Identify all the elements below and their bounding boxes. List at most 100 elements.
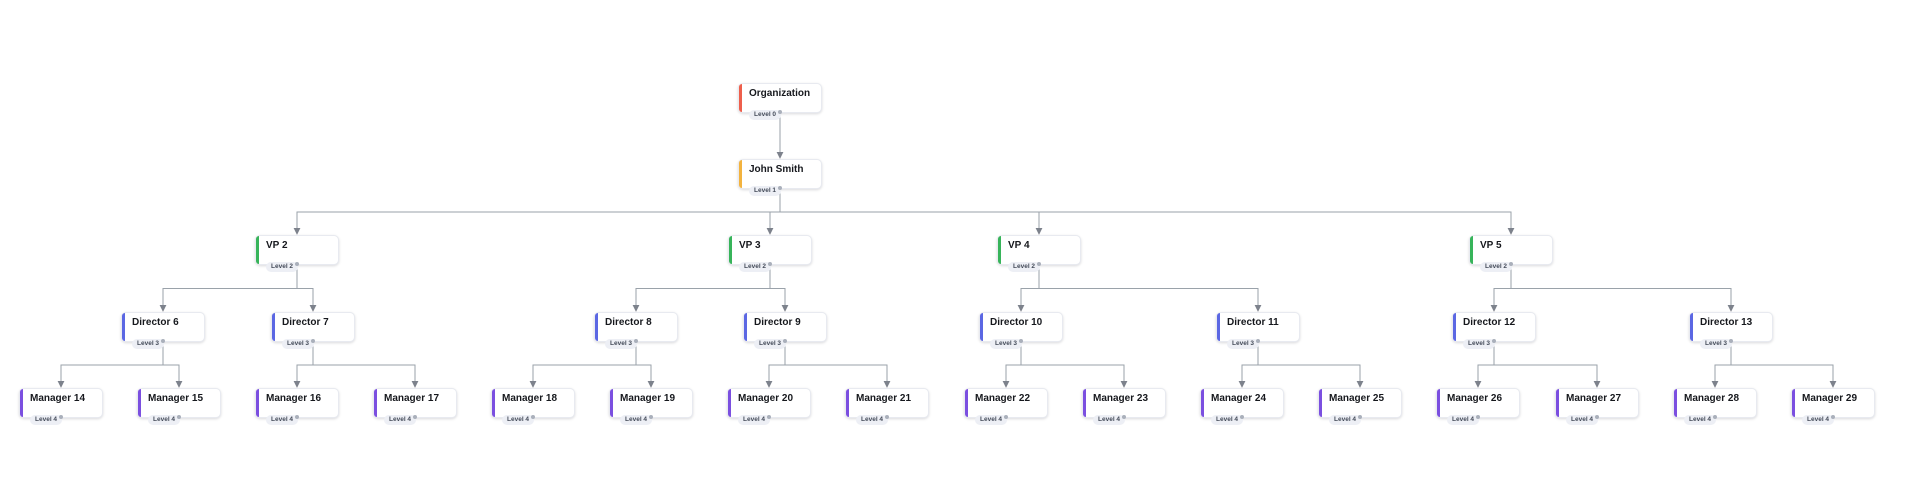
node-title: Manager 26 [1447,393,1503,404]
node-source-handle[interactable] [311,339,315,343]
node-d7[interactable]: Director 7 Level 3 [271,312,355,349]
node-m22[interactable]: Manager 22 Level 4 [964,388,1048,425]
node-source-handle[interactable] [413,415,417,419]
node-john[interactable]: John Smith Level 1 [738,159,822,196]
node-d10[interactable]: Director 10 Level 3 [979,312,1063,349]
node-level-badge: Level 3 [1463,338,1496,349]
edge-d7-m17 [312,342,419,388]
node-m24[interactable]: Manager 24 Level 4 [1200,388,1284,425]
node-source-handle[interactable] [1256,339,1260,343]
node-level-badge: Level 4 [856,414,889,425]
node-level-badge: Level 3 [754,338,787,349]
node-source-handle[interactable] [1358,415,1362,419]
node-title: Director 7 [282,317,329,328]
node-source-handle[interactable] [295,415,299,419]
node-d12[interactable]: Director 12 Level 3 [1452,312,1536,349]
node-source-handle[interactable] [295,262,299,266]
node-m15[interactable]: Manager 15 Level 4 [137,388,221,425]
node-accent-bar [739,160,742,188]
node-m28[interactable]: Manager 28 Level 4 [1673,388,1757,425]
node-source-handle[interactable] [1019,339,1023,343]
node-accent-bar [980,313,983,341]
node-source-handle[interactable] [1831,415,1835,419]
node-source-handle[interactable] [634,339,638,343]
node-org[interactable]: Organization Level 0 [738,83,822,120]
node-d6[interactable]: Director 6 Level 3 [121,312,205,349]
node-accent-bar [729,236,732,264]
node-source-handle[interactable] [768,262,772,266]
node-source-handle[interactable] [1509,262,1513,266]
node-accent-bar [1470,236,1473,264]
node-source-handle[interactable] [1004,415,1008,419]
node-d13[interactable]: Director 13 Level 3 [1689,312,1773,349]
node-source-handle[interactable] [778,110,782,114]
node-m27[interactable]: Manager 27 Level 4 [1555,388,1639,425]
node-accent-bar [1217,313,1220,341]
node-accent-bar [1453,313,1456,341]
node-title: Director 10 [990,317,1043,328]
node-accent-bar [374,389,377,417]
node-vp4[interactable]: VP 4 Level 2 [997,235,1081,272]
node-m29[interactable]: Manager 29 Level 4 [1791,388,1875,425]
node-title: Director 13 [1700,317,1753,328]
node-title: Manager 18 [502,393,558,404]
node-vp2[interactable]: VP 2 Level 2 [255,235,339,272]
node-accent-bar [20,389,23,417]
node-title: Manager 25 [1329,393,1385,404]
node-level-badge: Level 2 [1008,261,1041,272]
node-accent-bar [256,389,259,417]
node-source-handle[interactable] [1476,415,1480,419]
edge-vp3-d9 [769,265,789,312]
node-d9[interactable]: Director 9 Level 3 [743,312,827,349]
node-source-handle[interactable] [778,186,782,190]
node-accent-bar [1083,389,1086,417]
node-source-handle[interactable] [1240,415,1244,419]
node-m14[interactable]: Manager 14 Level 4 [19,388,103,425]
node-source-handle[interactable] [1729,339,1733,343]
node-d11[interactable]: Director 11 Level 3 [1216,312,1300,349]
edge-john-vp4 [779,189,1043,235]
node-source-handle[interactable] [161,339,165,343]
node-m19[interactable]: Manager 19 Level 4 [609,388,693,425]
node-source-handle[interactable] [531,415,535,419]
node-title: Manager 14 [30,393,86,404]
node-level-badge: Level 4 [1447,414,1480,425]
node-level-badge: Level 4 [1211,414,1244,425]
node-level-badge: Level 4 [30,414,63,425]
node-title: Manager 20 [738,393,794,404]
node-m17[interactable]: Manager 17 Level 4 [373,388,457,425]
node-source-handle[interactable] [1037,262,1041,266]
node-source-handle[interactable] [59,415,63,419]
node-level-badge: Level 3 [990,338,1023,349]
node-source-handle[interactable] [1122,415,1126,419]
node-source-handle[interactable] [783,339,787,343]
node-title: Director 6 [132,317,179,328]
node-m20[interactable]: Manager 20 Level 4 [727,388,811,425]
node-accent-bar [739,84,742,112]
node-title: VP 3 [739,240,761,251]
node-source-handle[interactable] [649,415,653,419]
node-source-handle[interactable] [177,415,181,419]
node-m23[interactable]: Manager 23 Level 4 [1082,388,1166,425]
node-source-handle[interactable] [1492,339,1496,343]
node-m16[interactable]: Manager 16 Level 4 [255,388,339,425]
node-m18[interactable]: Manager 18 Level 4 [491,388,575,425]
edge-john-vp2 [293,189,781,235]
node-level-badge: Level 3 [1227,338,1260,349]
node-vp3[interactable]: VP 3 Level 2 [728,235,812,272]
node-m21[interactable]: Manager 21 Level 4 [845,388,929,425]
node-m26[interactable]: Manager 26 Level 4 [1436,388,1520,425]
node-m25[interactable]: Manager 25 Level 4 [1318,388,1402,425]
node-level-badge: Level 0 [749,109,782,120]
node-level-badge: Level 4 [1093,414,1126,425]
node-source-handle[interactable] [1595,415,1599,419]
node-d8[interactable]: Director 8 Level 3 [594,312,678,349]
node-source-handle[interactable] [1713,415,1717,419]
node-title: Director 8 [605,317,652,328]
node-vp5[interactable]: VP 5 Level 2 [1469,235,1553,272]
node-source-handle[interactable] [767,415,771,419]
edge-d8-m19 [635,342,655,388]
node-source-handle[interactable] [885,415,889,419]
